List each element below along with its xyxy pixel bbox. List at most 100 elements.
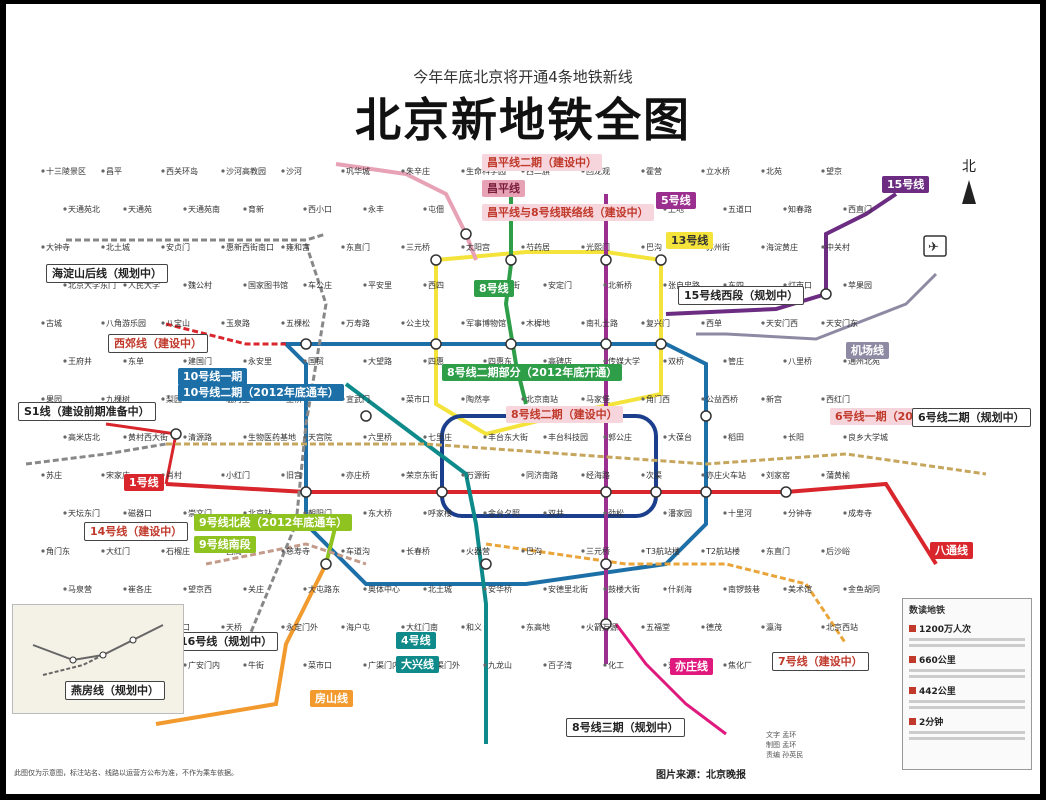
station-dot <box>183 283 187 287</box>
station-label: 北京南站 <box>526 394 558 404</box>
station-label: 东单 <box>128 356 144 366</box>
station-dot <box>221 169 225 173</box>
station-label: 广渠门内 <box>368 660 400 670</box>
station-label: 宋家庄 <box>106 470 130 480</box>
station-label: 大红门南 <box>406 622 438 632</box>
station-dot <box>221 245 225 249</box>
station-label: 生命科学园 <box>466 166 506 176</box>
station-label: 广渠门外 <box>428 660 460 670</box>
station-dot <box>423 511 427 515</box>
station-dot <box>363 663 367 667</box>
station-label: 和义 <box>466 623 482 632</box>
station-dot <box>663 359 667 363</box>
station-label: 瀛海 <box>766 622 782 632</box>
station-dot <box>843 511 847 515</box>
north-arrow: 北 <box>954 156 984 204</box>
station-dot <box>101 473 105 477</box>
station-label: 苏庄 <box>46 470 62 480</box>
station-dot <box>701 169 705 173</box>
station-label: 大红门 <box>106 546 130 556</box>
map-subtitle: 今年年底北京将开通4条地铁新线 <box>413 68 633 86</box>
station-dot <box>521 245 525 249</box>
stats-heading: 数读地铁 <box>909 606 946 616</box>
line-tag: 机场线 <box>846 342 889 359</box>
stats-box: 数读地铁 1200万人次 660公里 442公里 2分钟 <box>902 598 1032 770</box>
svg-text:✈: ✈ <box>928 240 939 255</box>
station-dot <box>761 397 765 401</box>
station-dot <box>543 511 547 515</box>
line-tag: 1号线 <box>124 474 164 491</box>
station-dot <box>281 473 285 477</box>
station-label: 人民大学 <box>128 280 160 290</box>
station-dot <box>543 663 547 667</box>
station-dot <box>543 359 547 363</box>
station-label: 焦化厂 <box>728 660 752 670</box>
station-label: 四惠 <box>428 356 444 366</box>
station-label: 天宫院 <box>308 432 332 442</box>
station-label: 梨园 <box>166 394 182 404</box>
station-dot <box>581 473 585 477</box>
station-label: 东高地 <box>526 622 550 632</box>
station-label: 天通苑南 <box>188 204 220 214</box>
line-tag: 昌平线 <box>482 180 525 197</box>
station-dot <box>723 207 727 211</box>
station-dot <box>843 207 847 211</box>
station-label: 古城 <box>46 318 62 328</box>
station-label: 金台夕照 <box>488 508 520 518</box>
station-dot <box>303 283 307 287</box>
station-label: 天安门东 <box>826 318 858 328</box>
station-label: 公益西桥 <box>706 394 738 404</box>
station-label: 分钟寺 <box>788 508 812 518</box>
image-source: 图片来源：北京晚报 <box>656 770 746 781</box>
inset-label: 燕房线（规划中） <box>65 681 165 700</box>
station-dot <box>183 207 187 211</box>
station-label: 苏州街 <box>706 242 730 252</box>
station-label: 上地 <box>668 204 684 214</box>
line-tag: S1线（建设前期准备中） <box>18 402 156 421</box>
station-dot <box>221 473 225 477</box>
station-dot <box>641 321 645 325</box>
station-label: 奥体中心 <box>368 584 400 594</box>
station-dot <box>641 549 645 553</box>
station-dot <box>183 511 187 515</box>
station-label: 魏公村 <box>188 280 212 290</box>
station-label: 陶然亭 <box>466 394 490 404</box>
station-dot <box>761 245 765 249</box>
line-13 <box>434 250 663 437</box>
station-dot <box>543 587 547 591</box>
station-dot <box>461 625 465 629</box>
station-dot <box>303 359 307 363</box>
credit-editor: 责编 孙英民 <box>766 751 804 759</box>
station-dot <box>161 397 165 401</box>
station-dot <box>123 207 127 211</box>
station-label: 十里河 <box>728 508 752 518</box>
station-dot <box>641 473 645 477</box>
station-dot <box>521 321 525 325</box>
station-dot <box>821 473 825 477</box>
station-dot <box>821 625 825 629</box>
line-tag: 8号线 <box>474 280 514 297</box>
station-dot <box>701 625 705 629</box>
line-tag: 海淀山后线（规划中） <box>46 264 168 283</box>
station-dot <box>401 169 405 173</box>
station-dot <box>723 663 727 667</box>
station-dot <box>761 169 765 173</box>
line-7 <box>485 542 848 645</box>
station-label: 亦庄桥 <box>346 470 370 480</box>
station-dot <box>701 473 705 477</box>
station-dot <box>341 473 345 477</box>
station-label: 磁器口 <box>128 508 152 518</box>
station-label: 稻田 <box>728 432 744 442</box>
station-dot <box>243 587 247 591</box>
station-dot <box>761 321 765 325</box>
line-tag: 15号线 <box>882 176 930 193</box>
station-dot <box>281 321 285 325</box>
station-dot <box>341 549 345 553</box>
station-label: 生物医药基地 <box>248 432 296 442</box>
line-tag: 昌平线与8号线联络线（建设中） <box>482 204 654 221</box>
credit-map: 制图 孟环 <box>766 741 797 749</box>
station-label: T3航站楼 <box>645 546 680 556</box>
station-label: 什刹海 <box>668 584 692 594</box>
station-label: 东直门 <box>346 242 370 252</box>
stat-headway: 2分钟 <box>909 715 1025 728</box>
